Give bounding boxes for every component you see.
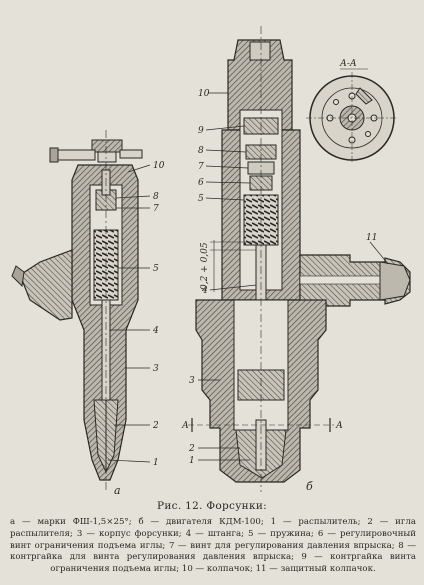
callout-b-10: 10 <box>198 89 210 99</box>
injectors-drawing: 10 8 7 5 4 3 2 1 а <box>11 26 411 497</box>
callout-b-2: 2 <box>188 444 195 454</box>
callout-b-9: 9 <box>198 126 204 136</box>
callout-b-7: 7 <box>198 162 204 172</box>
callout-b-5: 5 <box>198 194 204 204</box>
callout-a-4: 4 <box>152 326 159 336</box>
callout-a-2: 2 <box>152 421 159 431</box>
figure-legend: а — марки ФШ-1,5×25°; б — двигателя КДМ-… <box>10 517 416 575</box>
callout-a-7: 7 <box>153 204 159 214</box>
callout-b-4: 4 <box>201 286 208 296</box>
injector-b: А А 0,2 + 0,05 10 9 8 7 6 5 4 <box>181 26 411 493</box>
callout-a-3: 3 <box>153 364 159 374</box>
section-mark-right: А <box>335 421 343 431</box>
callout-b-6: 6 <box>198 178 204 188</box>
section-a-a: А-А <box>306 59 398 164</box>
callout-a-5: 5 <box>153 264 159 274</box>
callout-b-1: 1 <box>189 456 195 466</box>
injector-a: 10 8 7 5 4 3 2 1 а <box>11 130 165 497</box>
section-mark-left: А <box>181 421 189 431</box>
callout-a-10: 10 <box>153 161 165 171</box>
drawing-a-caption: а <box>114 484 121 497</box>
callout-b-3: 3 <box>189 376 195 386</box>
callouts-a: 10 8 7 5 4 3 2 1 <box>152 161 165 468</box>
callout-a-8: 8 <box>153 192 159 202</box>
dimension-label: 0,2 + 0,05 <box>200 242 210 290</box>
drawing-b-caption: б <box>306 480 313 493</box>
callout-b-11: 11 <box>366 233 377 243</box>
figure-title: Рис. 12. Форсунки: <box>157 500 267 512</box>
section-label: А-А <box>339 59 357 69</box>
callout-b-8: 8 <box>198 146 204 156</box>
callout-a-1: 1 <box>153 458 159 468</box>
callouts-b: 10 9 8 7 6 5 4 3 2 1 11 <box>188 89 377 466</box>
